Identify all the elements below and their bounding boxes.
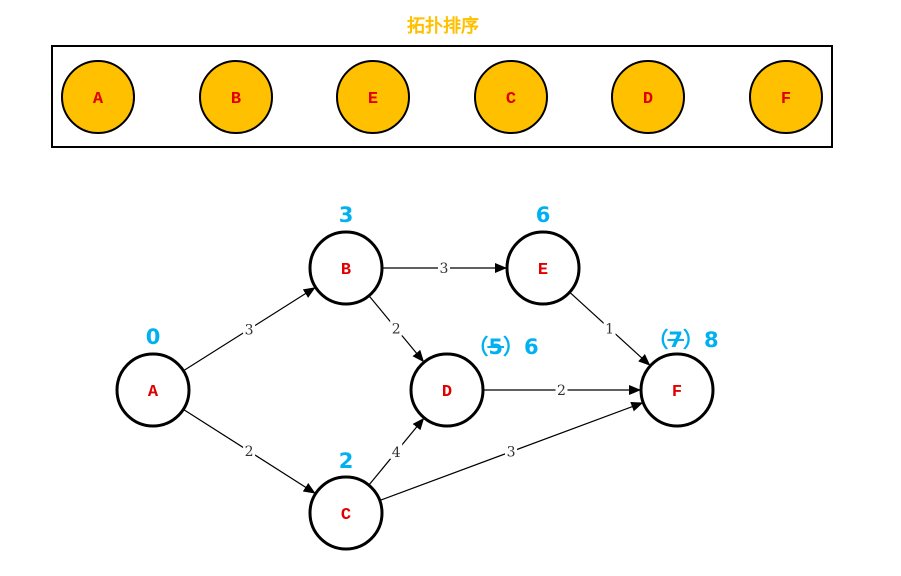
graph-edges: 3 2 3 2 4 3 2 1 xyxy=(183,259,651,502)
topo-node-label: F xyxy=(781,90,791,109)
topo-node-b: B xyxy=(199,60,273,134)
topo-node-f: F xyxy=(749,60,823,134)
topo-node-circle xyxy=(61,60,135,134)
diagram-title: 拓扑排序 xyxy=(407,15,479,37)
earliest-time-label: 3 xyxy=(339,203,354,227)
topo-node-label: D xyxy=(643,90,653,109)
edge-a-c: 2 xyxy=(183,408,316,494)
node-circle xyxy=(409,352,485,428)
earliest-time-label: 6 xyxy=(536,203,551,227)
node-e: E6 xyxy=(505,203,581,306)
node-circle xyxy=(308,475,384,551)
edge-weight: 3 xyxy=(507,445,516,461)
topo-node-circle xyxy=(749,60,823,134)
topo-node-label: B xyxy=(231,90,241,109)
edge-a-b: 3 xyxy=(183,287,316,372)
node-label: A xyxy=(148,383,159,402)
earliest-time-label: 0 xyxy=(146,325,161,349)
node-label: C xyxy=(341,506,351,525)
topo-node-label: A xyxy=(93,90,104,109)
topo-node-label: C xyxy=(506,90,516,109)
edge-b-d: 2 xyxy=(368,295,425,363)
node-label: E xyxy=(538,261,548,280)
node-c: C2 xyxy=(308,449,384,551)
edge-weight-bg xyxy=(555,381,568,397)
edge-weight-bg xyxy=(243,442,256,459)
edge-weight: 3 xyxy=(245,322,254,338)
topo-node-d: D xyxy=(611,60,685,134)
topo-node-circle xyxy=(199,60,273,134)
node-label: B xyxy=(341,261,351,280)
topo-node-circle xyxy=(474,60,548,134)
edge-weight: 4 xyxy=(392,445,401,461)
edge-b-e: 3 xyxy=(382,259,507,277)
node-circle xyxy=(639,352,715,428)
edge-weight: 2 xyxy=(245,444,254,460)
edge-weight-bg xyxy=(243,320,256,337)
edge-weight-bg xyxy=(603,319,616,336)
topo-node-circle xyxy=(336,60,410,134)
edge-weight: 2 xyxy=(392,322,401,338)
edge-weight-bg xyxy=(505,442,518,459)
topo-node-circle xyxy=(611,60,685,134)
node-d: D（5）6 xyxy=(409,335,539,428)
edge-weight: 3 xyxy=(440,261,449,277)
edge-c-d: 4 xyxy=(368,417,425,486)
topo-order-box xyxy=(51,45,833,148)
node-f: F（7）8 xyxy=(639,328,719,428)
node-circle xyxy=(505,230,581,306)
node-label: D xyxy=(442,383,452,402)
topo-node-c: C xyxy=(474,60,548,134)
edge-weight: 2 xyxy=(557,383,566,399)
node-circle xyxy=(308,230,384,306)
edge-weight-bg xyxy=(390,319,403,336)
node-a: A0 xyxy=(115,325,191,428)
edge-e-f: 1 xyxy=(569,291,651,366)
edge-d-f: 2 xyxy=(483,381,641,399)
edge-weight: 1 xyxy=(605,322,614,338)
edge-weight-bg xyxy=(438,259,450,275)
edge-weight-bg xyxy=(390,442,403,459)
topo-node-e: E xyxy=(336,60,410,134)
earliest-time-label: 2 xyxy=(339,449,354,473)
edge-c-f: 3 xyxy=(379,402,644,502)
node-b: B3 xyxy=(308,203,384,306)
topo-node-a: A xyxy=(61,60,135,134)
node-circle xyxy=(115,352,191,428)
topo-node-label: E xyxy=(368,90,378,109)
node-label: F xyxy=(672,383,682,402)
